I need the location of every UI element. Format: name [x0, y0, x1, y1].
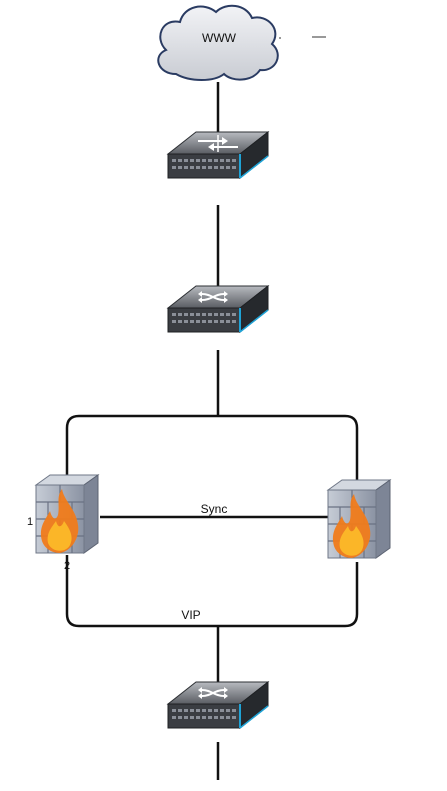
access-switch	[167, 681, 269, 729]
firewall-1	[35, 474, 99, 554]
firewall-2-label: 2	[64, 560, 70, 572]
internet-cloud: WWW	[157, 4, 279, 81]
router	[167, 131, 269, 179]
cloud-icon	[157, 4, 279, 81]
core-switch	[167, 285, 269, 333]
firewall-icon	[35, 474, 99, 554]
upper-loop	[65, 414, 359, 486]
sync-label: Sync	[201, 502, 228, 516]
cloud-label: WWW	[202, 31, 237, 45]
decorative-marks	[279, 36, 326, 39]
lower-vip-loop	[65, 555, 359, 628]
connection-lines	[65, 82, 359, 780]
firewall-2	[327, 479, 391, 559]
firewall-icon	[327, 479, 391, 559]
vip-label: VIP	[181, 608, 200, 622]
firewall-1-label: 1	[27, 516, 33, 528]
